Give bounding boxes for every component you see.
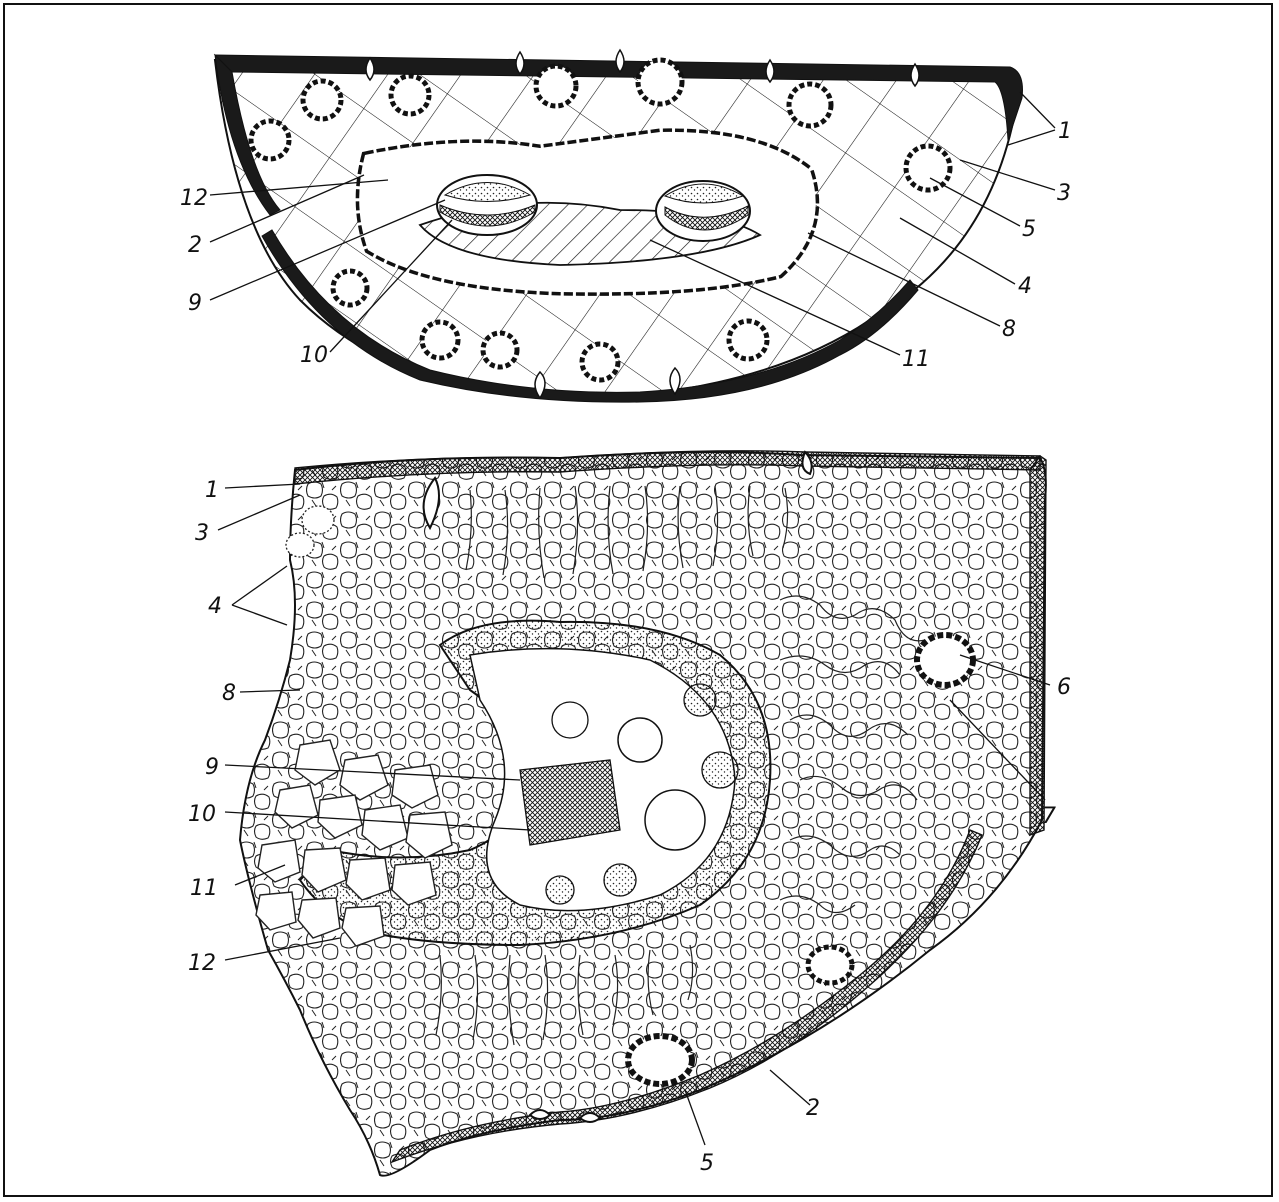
top-label-8: 8 (1002, 317, 1016, 342)
bottom-label-10: 10 (188, 802, 216, 827)
top-label-9: 9 (188, 291, 202, 316)
bottom-label-1: 1 (205, 478, 219, 503)
bottom-label-4: 4 (208, 594, 222, 619)
top-label-2: 2 (188, 233, 202, 258)
bottom-right-epidermis (1030, 456, 1046, 835)
top-cross-section: 1 3 5 4 8 11 10 9 2 12 (180, 50, 1072, 402)
bottom-label-11: 11 (190, 876, 218, 901)
bottom-label-2: 2 (806, 1096, 820, 1121)
top-label-10: 10 (300, 343, 328, 368)
bottom-label-8: 8 (222, 681, 236, 706)
top-vascular-bundle-left (437, 175, 537, 235)
bottom-label-7: 7 (1042, 804, 1056, 829)
top-label-4: 4 (1018, 274, 1032, 299)
top-label-3: 3 (1057, 181, 1071, 206)
bottom-label-5: 5 (700, 1151, 714, 1176)
bottom-label-12: 12 (188, 951, 216, 976)
top-label-5: 5 (1022, 217, 1036, 242)
top-vascular-bundle-right (656, 181, 750, 241)
top-label-12: 12 (180, 186, 208, 211)
top-label-1: 1 (1058, 119, 1072, 144)
bottom-label-3: 3 (195, 521, 209, 546)
bottom-label-6: 6 (1057, 675, 1071, 700)
bottom-cross-section: 1 3 4 8 9 10 11 12 6 7 2 5 (188, 451, 1071, 1176)
bottom-label-9: 9 (205, 755, 219, 780)
top-label-11: 11 (902, 347, 930, 372)
